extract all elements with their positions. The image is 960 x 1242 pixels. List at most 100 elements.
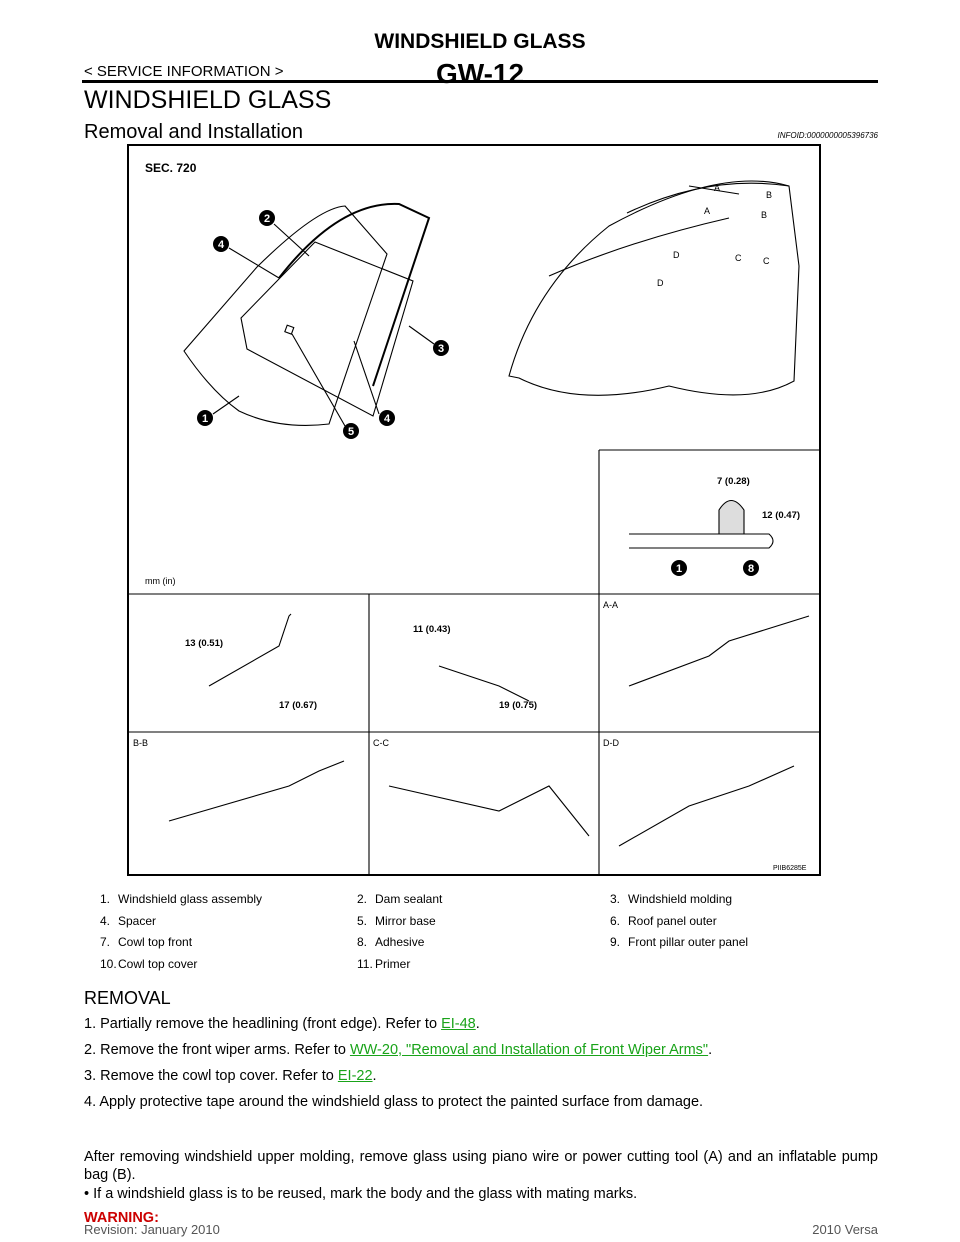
legend-number: 9. — [610, 935, 621, 949]
section-cc: C-C — [373, 738, 389, 748]
legend-text: Mirror base — [375, 913, 436, 928]
step-4: 4. Apply protective tape around the wind… — [84, 1094, 704, 1110]
legend-item: 1. Windshield glass assembly — [100, 892, 357, 914]
letter-b-1: B — [766, 190, 772, 200]
removal-paragraph: After removing windshield upper molding,… — [84, 1149, 878, 1183]
car-body-shape — [508, 180, 800, 396]
legend-number: 11. — [357, 956, 373, 971]
dim-19: 19 (0.75) — [499, 700, 537, 711]
dim-12: 12 (0.47) — [762, 510, 800, 521]
callout-2-main: 2 — [259, 210, 275, 226]
callout-4-main-a: 4 — [213, 236, 229, 252]
bullet-note: • If a windshield glass is to be reused,… — [84, 1186, 638, 1202]
units-label: mm (in) — [145, 576, 176, 586]
legend-item: 9. Front pillar outer panel — [610, 935, 880, 957]
footer-revision: Revision: January 2010 — [84, 1222, 220, 1237]
link-ww-20[interactable]: WW-20, "Removal and Installation of Fron… — [349, 1042, 709, 1058]
svg-text:4: 4 — [384, 413, 391, 425]
car-hood-line — [548, 217, 730, 277]
header-rule — [82, 80, 878, 83]
letter-a-1: A — [714, 183, 720, 193]
legend-item: 6.Roof panel outer — [610, 914, 880, 936]
warning-label: WARNING: — [84, 1210, 159, 1226]
legend-text: Windshield glass assembly — [118, 892, 263, 906]
letter-a-2: A — [704, 206, 710, 216]
letter-c-1: C — [735, 253, 742, 263]
section-bb: B-B — [133, 738, 148, 748]
link-ei-48[interactable]: EI-48 — [441, 1016, 476, 1032]
legend-row: 7. Cowl top front 8. Adhesive 9. Front pillar… — [100, 935, 880, 957]
dim-17: 17 (0.67) — [279, 700, 317, 711]
footer-model: 2010 Versa — [812, 1222, 878, 1237]
header-title: WINDSHIELD GLASS — [374, 30, 586, 53]
sec-label: SEC. 720 — [145, 161, 197, 175]
legend-text: Cowl top front — [118, 935, 193, 949]
dim-7: 7 (0.28) — [717, 476, 750, 487]
svg-text:3: 3 — [438, 343, 444, 355]
legend-text: Primer — [375, 956, 411, 971]
legend-number: 7. — [100, 935, 111, 949]
callout-4-main-b: 4 — [379, 410, 395, 426]
car-roof-line — [626, 182, 790, 214]
legend-item: 10.Cowl top cover — [100, 957, 357, 979]
legend-text: Dam sealant — [375, 892, 443, 906]
header-section: < SERVICE INFORMATION > — [84, 63, 284, 80]
callout-3-main: 3 — [433, 340, 449, 356]
legend-text: Adhesive — [375, 935, 425, 949]
legend-item: 8. Adhesive — [357, 935, 610, 957]
svg-text:4: 4 — [218, 239, 225, 251]
page-number: GW-12 — [435, 58, 525, 89]
callout-8-detail: 8 — [743, 560, 759, 576]
legend-item: 5.Mirror base — [357, 914, 610, 936]
info-id: INFOID:0000000005396736 — [777, 131, 878, 140]
dim-13: 13 (0.51) — [185, 638, 223, 649]
dim-11: 11 (0.43) — [413, 624, 451, 635]
dam-sealant-shape — [240, 241, 414, 417]
legend-item: 2. Dam sealant — [357, 892, 610, 914]
section-aa: A-A — [603, 600, 618, 610]
callout-1-detail: 1 — [671, 560, 687, 576]
svg-text:1: 1 — [202, 413, 208, 425]
legend-text: Spacer — [118, 913, 157, 928]
svg-text:5: 5 — [348, 426, 354, 438]
legend-number — [610, 957, 628, 979]
page-heading: WINDSHIELD GLASS — [84, 86, 332, 114]
legend-item: 3. Windshield molding — [610, 892, 880, 914]
legend-text: Cowl top cover — [118, 956, 198, 971]
letter-d-2: D — [657, 278, 664, 288]
windshield-glass-shape — [183, 205, 388, 426]
callout-1-main: 1 — [197, 410, 213, 426]
step-3: 3. Remove the cowl top cover. Refer to E… — [84, 1068, 377, 1084]
letter-b-2: B — [761, 210, 767, 220]
legend-number: 8. — [357, 935, 368, 949]
legend-number: 2. — [357, 892, 368, 906]
exploded-diagram: SEC. 720 1 2 3 4 4 5 A A B B C C D D mm … — [127, 144, 821, 876]
legend-row: 1. Windshield glass assembly 2. Dam sealant… — [100, 892, 880, 914]
legend-number: 3. — [610, 892, 621, 906]
legend-text: Windshield molding — [628, 892, 733, 906]
link-ei-22[interactable]: EI-22 — [337, 1068, 373, 1084]
svg-text:2: 2 — [264, 213, 270, 225]
legend-item: 4. Spacer — [100, 914, 357, 936]
letter-c-2: C — [763, 256, 770, 266]
legend-item: 7. Cowl top front — [100, 935, 357, 957]
legend-number: 10. — [100, 956, 117, 971]
step-2: 2. Remove the front wiper arms. Refer to… — [84, 1042, 713, 1058]
legend-table: 1. Windshield glass assembly 2. Dam sealant… — [100, 892, 880, 978]
callout-5-main: 5 — [343, 423, 359, 439]
step-1: 1. Partially remove the headlining (fron… — [84, 1016, 480, 1032]
legend-number: 4. — [100, 913, 111, 928]
legend-item: 11.Primer — [357, 957, 610, 979]
section-dd: D-D — [603, 738, 619, 748]
legend-number: 1. — [100, 892, 111, 906]
mirror-base-shape — [284, 324, 295, 335]
letter-d-1: D — [673, 250, 680, 260]
legend-text: Front pillar outer panel — [628, 935, 749, 949]
figure-id: PIIB6285E — [773, 865, 807, 872]
svg-text:1: 1 — [676, 563, 682, 575]
sub-heading: Removal and Installation — [84, 121, 304, 143]
removal-heading: REMOVAL — [84, 988, 171, 1008]
legend-text: Roof panel outer — [628, 913, 717, 928]
